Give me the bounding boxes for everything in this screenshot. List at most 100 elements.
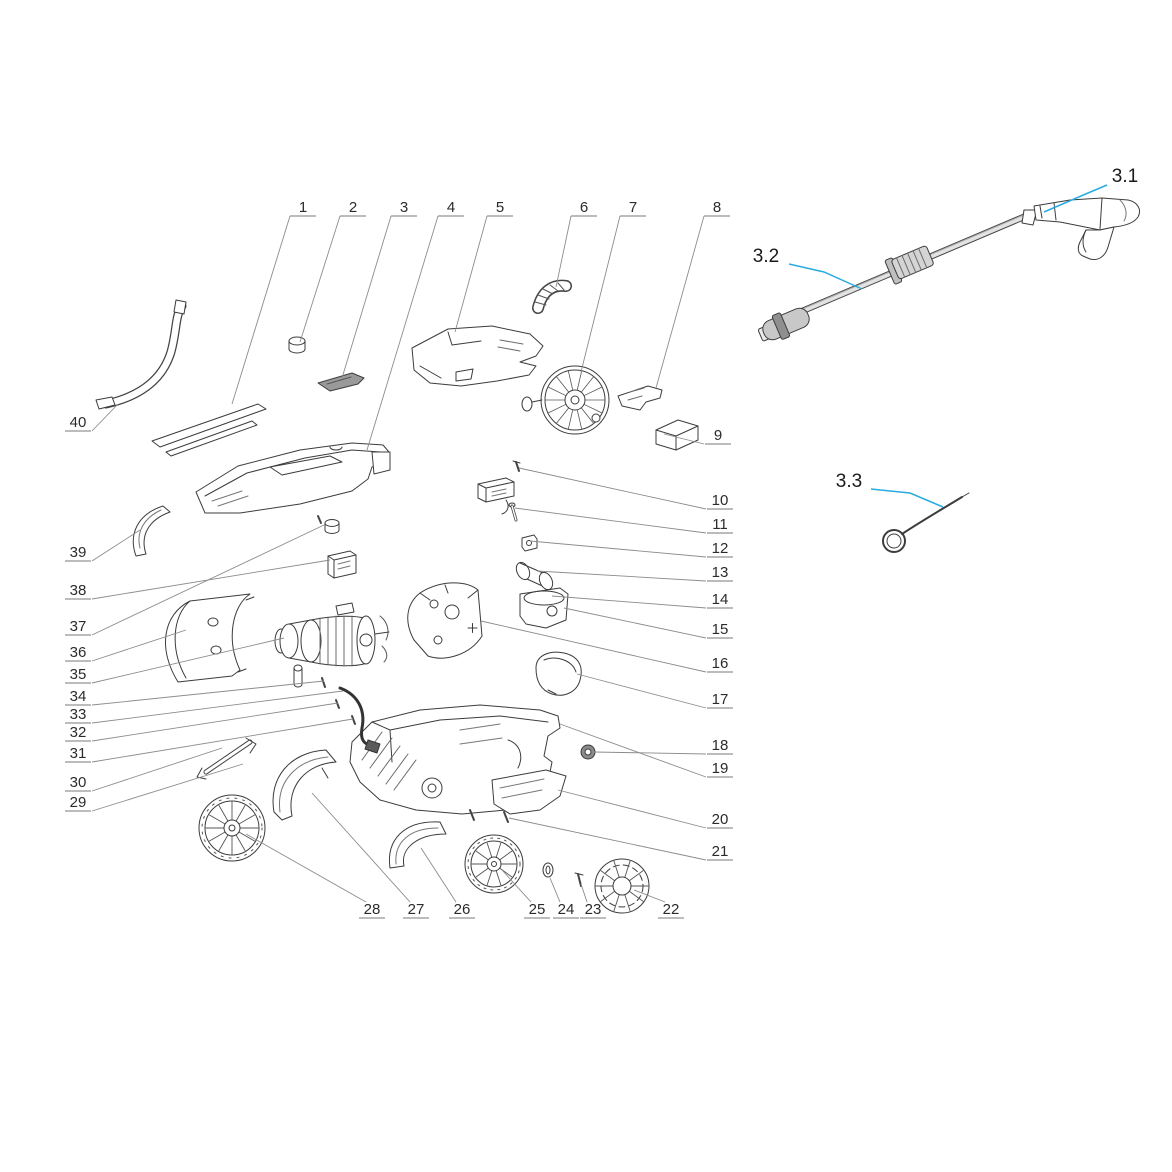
part-callout-39: 39 [70,544,87,561]
part-callout-30: 30 [70,774,87,791]
leader-line-7 [580,215,621,373]
part-callout-32: 32 [70,724,87,741]
leader-line-5 [454,215,488,333]
parts-artwork [95,197,1141,914]
leader-line-31 [91,718,354,763]
leader-line-27 [311,792,411,903]
assembly-leader-3.1 [1043,184,1108,213]
leader-line-33 [91,690,344,724]
motor-pump-part [274,602,390,667]
assembly-leader-3.3 [870,488,944,508]
part-callout-11: 11 [712,516,728,533]
part-callout-35: 35 [70,666,87,683]
part-callout-18: 18 [712,737,729,754]
part-callout-19: 19 [712,760,729,777]
leader-line-6 [555,215,572,288]
part-callout-33: 33 [70,706,87,723]
leader-line-25 [501,869,532,903]
part-callout-20: 20 [712,811,729,828]
part-callout-38: 38 [70,582,87,599]
leader-line-32 [91,702,339,742]
part-callout-1: 1 [299,199,307,216]
curved-strip-part [132,505,171,557]
small-cap-part [542,862,554,878]
screw-part [574,872,584,887]
part-callout-2: 2 [349,199,357,216]
leader-line-15 [563,607,707,639]
assembly-leader-3.2 [788,263,863,290]
spray-gun-assembly [1021,197,1141,260]
plate-part [317,372,365,392]
leader-line-24 [549,877,561,903]
assembly-callout-3.3: 3.3 [836,471,862,492]
part-callout-24: 24 [558,901,575,918]
part-callout-21: 21 [712,843,729,860]
corrugated-hose-part [532,279,572,314]
part-callout-22: 22 [663,901,680,918]
leader-line-30 [91,747,223,792]
leader-line-20 [557,789,707,829]
part-callout-4: 4 [447,199,455,216]
leader-line-4 [366,215,439,451]
front-wheel-part [464,834,524,894]
cap-and-box-parts [317,515,357,579]
leader-line-3 [341,215,392,379]
leader-line-28 [245,833,367,903]
part-callout-23: 23 [585,901,602,918]
grommet-part [580,744,596,760]
leader-line-16 [480,620,707,673]
fender-small-part [388,821,447,869]
part-callout-28: 28 [364,901,381,918]
upper-cover-part [411,325,544,387]
part-callout-40: 40 [70,414,87,431]
part-callout-8: 8 [713,199,721,216]
hub-cap-part [594,858,650,914]
leader-line-39 [91,529,141,562]
cap-part [288,336,306,354]
leader-line-29 [91,763,244,812]
leader-line-38 [91,559,331,600]
part-callout-17: 17 [712,691,729,708]
cable-and-fastener-parts [293,664,381,754]
part-callout-5: 5 [496,199,504,216]
trim-strip-part [151,403,267,457]
leader-line-36 [91,629,187,662]
leader-line-11 [514,507,707,534]
assembly-callout-3.2: 3.2 [753,246,779,267]
leader-line-10 [518,467,707,510]
bracket-part [617,385,663,411]
part-callout-16: 16 [712,655,729,672]
leader-line-19 [559,723,707,778]
part-callout-25: 25 [529,901,546,918]
fan-wheel-part [521,365,610,435]
leader-line-23 [580,883,588,903]
part-callout-13: 13 [712,564,729,581]
fender-large-part [272,749,337,821]
rear-wheel-part [198,794,266,862]
box-bracket-part [655,419,699,451]
leader-line-26 [420,847,457,903]
leader-line-34 [91,680,325,706]
part-callout-27: 27 [408,901,425,918]
leader-line-40 [91,403,119,432]
leader-line-1 [231,215,291,405]
bottom-cover-part [491,769,567,823]
part-callout-10: 10 [712,492,729,509]
leader-line-14 [551,595,707,609]
part-callout-12: 12 [712,540,729,557]
leader-line-18 [593,751,707,755]
leader-line-35 [91,637,285,684]
leader-line-9 [663,433,705,445]
leader-line-17 [576,673,707,709]
assembly-callout-3.1: 3.1 [1112,166,1138,187]
axle-part [196,737,257,780]
pump-housing-part [407,582,483,659]
part-callout-6: 6 [580,199,588,216]
part-callout-29: 29 [70,794,87,811]
small-fastener-parts [477,460,569,629]
leader-line-12 [529,540,707,558]
part-callout-7: 7 [629,199,637,216]
